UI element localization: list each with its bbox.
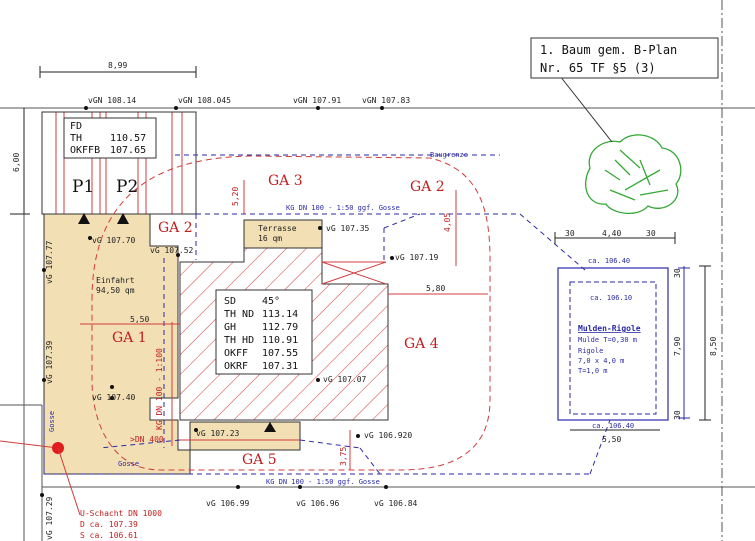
height-107-52: vG 107.52 bbox=[150, 246, 194, 255]
sd-row5-label: OKFF bbox=[224, 348, 248, 359]
label-ga1: GA 1 bbox=[112, 330, 147, 346]
label-ga2-left: GA 2 bbox=[158, 220, 193, 236]
rigole-outer bbox=[557, 267, 669, 421]
label-ga4: GA 4 bbox=[404, 336, 439, 352]
rigole-title: Mulden-Rigole bbox=[578, 323, 641, 333]
dim-rigole-side-top: 30 bbox=[673, 268, 682, 278]
rigole-bottom-height: ca. 106.40 bbox=[592, 422, 634, 430]
dim-rigole-top-mid: 4,40 bbox=[602, 229, 621, 238]
fd-row1: FD bbox=[70, 121, 82, 132]
sd-row3-label: GH bbox=[224, 322, 236, 333]
height-107-40: vG 107.40 bbox=[92, 393, 136, 402]
height-107-35: vG 107.35 bbox=[326, 224, 370, 233]
fd-row2-value: 110.57 bbox=[110, 133, 146, 144]
baugrenze-label: Baugrenze bbox=[430, 151, 468, 159]
sd-row3-value: 112.79 bbox=[262, 322, 298, 333]
dim-right: 5,80 bbox=[426, 284, 445, 293]
sd-row2-label: TH ND bbox=[224, 309, 254, 320]
dim-ga3: 5,20 bbox=[231, 187, 240, 206]
height-106-96: vG 106.96 bbox=[296, 499, 340, 508]
sd-row1-label: SD bbox=[224, 296, 236, 307]
rigole-inner bbox=[569, 281, 657, 415]
parking-p1: P1 bbox=[72, 177, 94, 197]
callout-box bbox=[530, 37, 719, 79]
dim-rigole-side-bottom: 30 bbox=[673, 410, 682, 420]
dim-bottom: 3,75 bbox=[339, 447, 348, 466]
sd-row6-label: OKRF bbox=[224, 361, 248, 372]
sd-row4-label: TH HD bbox=[224, 335, 254, 346]
rigole-line4: T=1,0 m bbox=[578, 367, 608, 375]
dim-left-height: 6,00 bbox=[12, 153, 21, 172]
parking-p2: P2 bbox=[116, 177, 138, 197]
shaft-label2: D ca. 107.39 bbox=[80, 520, 138, 529]
einfahrt-label: Einfahrt bbox=[96, 276, 135, 285]
label-ga2-right: GA 2 bbox=[410, 179, 445, 195]
height-107-29: vG 107.29 bbox=[45, 496, 54, 540]
height-107-77: vG 107.77 bbox=[45, 240, 54, 284]
height-top-3: vGN 107.91 bbox=[293, 96, 341, 105]
label-ga3: GA 3 bbox=[268, 173, 303, 189]
einfahrt-area-value: 94,50 qm bbox=[96, 286, 135, 295]
terrasse-area bbox=[243, 219, 323, 249]
height-107-19: vG 107.19 bbox=[395, 253, 439, 262]
shaft-label3: S ca. 106.61 bbox=[80, 531, 138, 540]
height-107-39: vG 107.39 bbox=[45, 340, 54, 384]
fd-row3-value: 107.65 bbox=[110, 145, 146, 156]
shaft-label1: U-Schacht DN 1000 bbox=[80, 509, 162, 518]
callout-line1: 1. Baum gem. B-Plan bbox=[540, 43, 677, 57]
fd-row2-label: TH bbox=[70, 133, 82, 144]
kg-bottom-label: KG DN 100 - 1:50 ggf. Gosse bbox=[266, 478, 380, 486]
rigole-top-height: ca. 106.40 bbox=[588, 257, 630, 265]
height-106-920: vG 106.920 bbox=[364, 431, 412, 440]
dim-rigole-bottom: 5,50 bbox=[602, 435, 621, 444]
height-top-4: vGN 107.83 bbox=[362, 96, 410, 105]
tree-icon bbox=[585, 134, 682, 214]
dim-rigole-top-left: 30 bbox=[565, 229, 575, 238]
gosse-h-label: Gosse bbox=[118, 460, 139, 468]
sd-box bbox=[215, 289, 313, 375]
entrance-markers bbox=[78, 213, 276, 432]
rigole-line3: 7,0 x 4,0 m bbox=[578, 357, 624, 365]
drainage-lines bbox=[43, 154, 611, 475]
rigole-line1: Mulde T=0,30 m bbox=[578, 336, 637, 344]
baugrenze-line bbox=[91, 155, 491, 471]
rigole-line2: Rigole bbox=[578, 347, 603, 355]
rigole-inner-height: ca. 106.10 bbox=[590, 294, 632, 302]
dim-rigole-inner-height: 7,90 bbox=[673, 337, 682, 356]
label-ga5: GA 5 bbox=[242, 452, 277, 468]
gosse-v-label: Gosse bbox=[48, 411, 56, 432]
dim-rigole-top-right: 30 bbox=[646, 229, 656, 238]
sd-row2-value: 113.14 bbox=[262, 309, 298, 320]
sd-row4-value: 110.91 bbox=[262, 335, 298, 346]
callout-leader bbox=[559, 75, 613, 143]
terrasse-area-value: 16 qm bbox=[258, 234, 282, 243]
black-dimensions bbox=[10, 66, 711, 431]
fd-row3-label: OKFFB bbox=[70, 145, 100, 156]
kg-top-label: KG DN 100 - 1:50 ggf. Gosse bbox=[286, 204, 400, 212]
dim-mid: 5,50 bbox=[130, 315, 149, 324]
height-107-23: vG 107.23 bbox=[196, 429, 240, 438]
fd-box bbox=[63, 117, 157, 159]
height-107-70: vG 107.70 bbox=[92, 236, 136, 245]
sd-row1-value: 45° bbox=[262, 296, 280, 307]
sd-row6-value: 107.31 bbox=[262, 361, 298, 372]
height-106-84: vG 106.84 bbox=[374, 499, 418, 508]
sd-row5-value: 107.55 bbox=[262, 348, 298, 359]
dimension-lines bbox=[0, 180, 488, 470]
dim-rigole-height: 8,50 bbox=[709, 337, 718, 356]
callout-line2: Nr. 65 TF §5 (3) bbox=[540, 61, 656, 75]
dim-ga2: 4,05 bbox=[443, 213, 452, 232]
height-top-2: vGN 108.045 bbox=[178, 96, 231, 105]
height-107-07: vG 107.07 bbox=[323, 375, 367, 384]
dim-top-width: 8,99 bbox=[108, 61, 127, 70]
height-106-99: vG 106.99 bbox=[206, 499, 250, 508]
kg-vert-label: KG DN 100 - 1:100 bbox=[155, 348, 164, 430]
height-top-1: vGN 108.14 bbox=[88, 96, 136, 105]
dn400-label: >DN 400 bbox=[130, 435, 164, 444]
terrasse-label: Terrasse bbox=[258, 224, 297, 233]
height-dots bbox=[40, 106, 394, 497]
